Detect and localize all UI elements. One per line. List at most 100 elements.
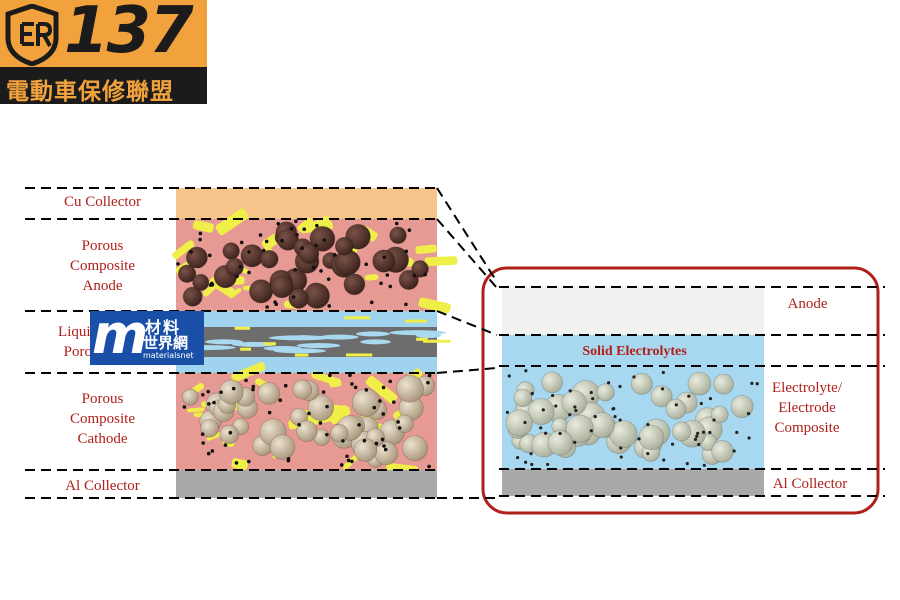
conductive-dot	[297, 423, 301, 427]
binder-strand	[424, 256, 458, 267]
conductive-dot	[619, 455, 623, 459]
right-anode-layer	[502, 287, 764, 335]
conductive-dot	[551, 393, 555, 398]
conductive-dot	[505, 410, 510, 415]
conductive-dot	[523, 420, 527, 425]
particle	[710, 405, 729, 424]
conductive-dot	[357, 423, 361, 427]
pore	[293, 335, 316, 341]
conductive-dot	[322, 238, 327, 242]
conductive-dot	[311, 265, 316, 270]
conductive-dot	[646, 423, 650, 427]
binder-strand	[423, 339, 451, 343]
binder-strand	[328, 404, 351, 425]
particle	[181, 388, 199, 406]
conductive-dot	[319, 269, 323, 273]
conductive-dot	[251, 387, 255, 392]
conductive-dot	[695, 434, 699, 438]
conductive-dot	[273, 300, 277, 304]
conductive-dot	[314, 243, 318, 248]
conductive-dot	[426, 380, 430, 385]
conductive-dot	[247, 270, 251, 275]
solid-electrolyte-particles	[505, 369, 759, 467]
conductive-dot	[231, 386, 236, 391]
conductive-dot	[207, 402, 211, 406]
binder-strand	[234, 326, 251, 330]
conductive-dot	[295, 232, 299, 237]
conductive-dot	[712, 418, 716, 422]
brand-logo: 137 電動車保修聯盟	[0, 0, 207, 104]
watermark-line3: materialsnet	[143, 351, 194, 360]
conductive-dot	[247, 250, 251, 254]
particle	[257, 382, 281, 405]
conductive-dot	[392, 400, 396, 404]
particle	[200, 418, 219, 438]
conductive-dot	[278, 398, 283, 402]
particle	[372, 249, 396, 273]
conductive-dot	[385, 273, 390, 277]
particle	[192, 273, 210, 291]
conductive-dot	[427, 373, 432, 378]
conductive-dot	[687, 394, 691, 398]
conductive-dot	[369, 300, 374, 305]
binder-strand	[294, 353, 309, 357]
conductive-dot	[554, 404, 558, 408]
conductive-dot	[530, 391, 534, 396]
particle	[288, 288, 309, 309]
conductive-dot	[378, 399, 382, 403]
label-anode: Anode	[787, 296, 828, 312]
watermark-m-icon: m	[92, 311, 149, 365]
conductive-dot	[670, 442, 675, 446]
pore	[360, 339, 391, 345]
conductive-dot	[646, 452, 650, 456]
conductive-dot	[201, 392, 205, 397]
particle	[307, 394, 334, 422]
conductive-dot	[189, 250, 193, 254]
conductive-dot	[407, 228, 412, 233]
conductive-dot	[701, 430, 706, 434]
particle	[671, 421, 692, 442]
particle	[505, 409, 533, 437]
conductive-dot	[611, 407, 615, 411]
particle	[292, 379, 313, 400]
conductive-dot	[307, 411, 311, 416]
materialsnet-watermark: m 材料 世界網 materialsnet	[90, 311, 204, 365]
conductive-dot	[374, 441, 379, 446]
conductive-dot	[326, 277, 331, 281]
conductive-dot	[388, 284, 393, 289]
conductive-dot	[318, 421, 323, 425]
conductive-dot	[685, 462, 689, 466]
binder-strand	[240, 347, 252, 351]
conductive-dot	[238, 265, 243, 269]
conductive-dot	[750, 381, 754, 385]
label-al-collector: Al Collector	[65, 478, 140, 494]
conductive-dot	[381, 412, 385, 416]
conductive-dot	[530, 462, 534, 467]
particle	[330, 424, 349, 443]
conductive-dot	[383, 447, 388, 452]
particle	[240, 244, 264, 268]
conductive-dot	[362, 438, 367, 443]
particle	[389, 226, 407, 245]
conductive-dot	[234, 461, 239, 465]
conductive-dot	[321, 390, 326, 394]
conductive-dot	[573, 405, 577, 409]
particle	[259, 249, 279, 269]
particle	[395, 414, 414, 434]
particle	[396, 374, 424, 403]
label-porous-composite-anode: Porous Composite Anode	[69, 238, 135, 294]
conductive-dot	[606, 381, 611, 385]
particle	[596, 383, 615, 402]
conductive-dot	[198, 231, 203, 236]
conductive-dot	[200, 432, 205, 437]
conductive-dot	[507, 374, 511, 378]
particle	[295, 420, 318, 442]
conductive-dot	[353, 385, 358, 390]
logo-bar	[0, 67, 207, 104]
binder-strand	[297, 217, 314, 233]
pore	[415, 333, 442, 339]
binder-strand	[263, 342, 276, 346]
conductive-dot	[198, 237, 202, 242]
conductive-dot	[699, 401, 703, 406]
